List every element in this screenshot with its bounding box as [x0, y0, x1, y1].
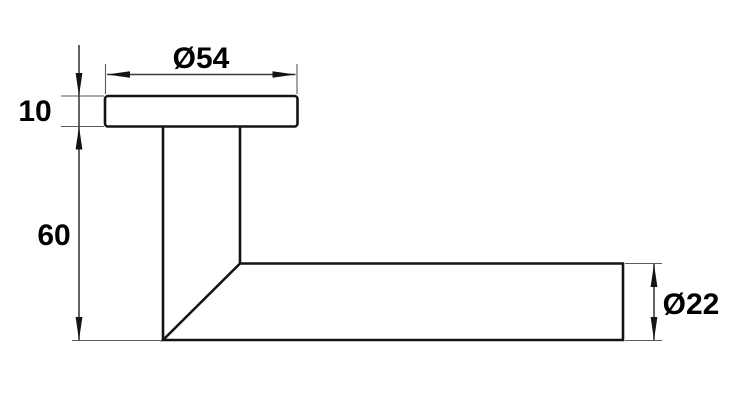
rose-plate	[103, 94, 299, 128]
dimension-rose-thickness-and-neck-length: 10 60	[18, 45, 160, 342]
lever-bar	[159, 262, 625, 342]
arrowhead-up-icon	[75, 126, 83, 150]
dimension-label-lever-diameter: Ø22	[663, 288, 720, 321]
arrowhead-left-icon	[107, 71, 130, 78]
dimension-label-rose-thickness: 10	[18, 95, 51, 128]
dimension-rose-diameter: Ø54	[104, 42, 298, 94]
arrowhead-up-icon	[650, 264, 658, 287]
dimension-label-rose-diameter: Ø54	[173, 42, 230, 75]
dimension-lever-diameter: Ø22	[625, 262, 720, 342]
handle-outline	[103, 94, 625, 342]
arrowhead-down-icon	[75, 317, 83, 340]
dimension-label-neck-length: 60	[37, 219, 70, 252]
arrowhead-down-icon	[75, 73, 83, 96]
arrowhead-right-icon	[272, 71, 296, 78]
arrowhead-down-icon	[650, 317, 658, 340]
